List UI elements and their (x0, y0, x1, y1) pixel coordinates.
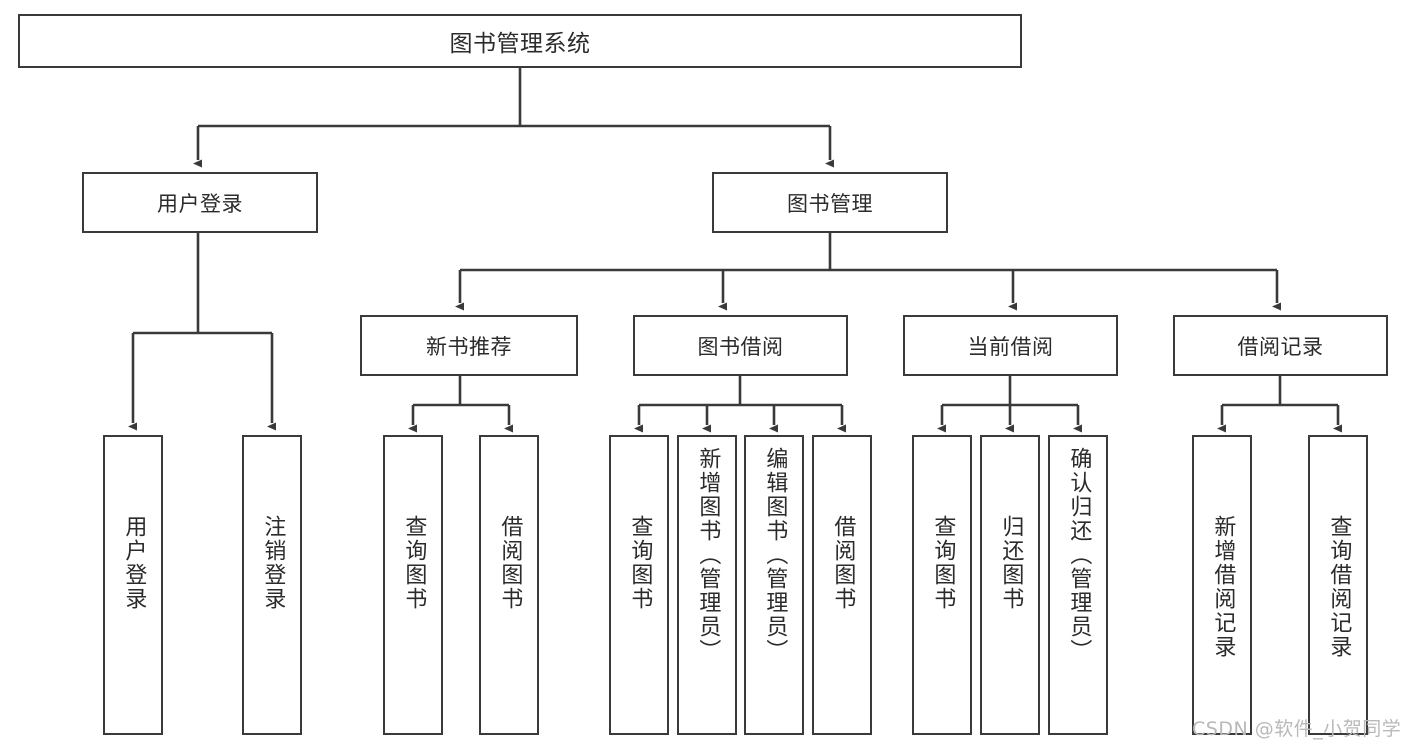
node-label: 借阅图书 (830, 515, 856, 611)
node-label: 借阅记录 (1237, 334, 1324, 359)
node-book-borrow[interactable]: 图书借阅 (633, 315, 848, 376)
leaf-borrow-edit-book-admin[interactable]: 编辑图书（管理员） (744, 435, 804, 735)
node-label: 查询图书 (627, 515, 653, 611)
watermark: CSDN @软件_小贺同学 (1192, 718, 1402, 740)
node-label: 查询借阅记录 (1326, 515, 1352, 659)
node-label: 确认归还（管理员） (1066, 447, 1092, 663)
node-label: 用户登录 (121, 515, 147, 611)
leaf-records-query-record[interactable]: 查询借阅记录 (1308, 435, 1368, 735)
node-current-borrow[interactable]: 当前借阅 (903, 315, 1118, 376)
node-label: 图书借阅 (697, 334, 784, 359)
node-label: 新增图书（管理员） (695, 447, 721, 663)
node-label: 归还图书 (998, 515, 1024, 611)
leaf-current-confirm-return-admin[interactable]: 确认归还（管理员） (1048, 435, 1108, 735)
leaf-borrow-borrow-books[interactable]: 借阅图书 (812, 435, 872, 735)
node-label: 借阅图书 (497, 515, 523, 611)
node-book-management-system[interactable]: 图书管理系统 (18, 14, 1022, 68)
leaf-newbook-borrow-books[interactable]: 借阅图书 (479, 435, 539, 735)
node-label: 编辑图书（管理员） (762, 447, 788, 663)
leaf-current-query-books[interactable]: 查询图书 (912, 435, 972, 735)
node-book-management[interactable]: 图书管理 (712, 172, 948, 233)
node-new-book-recommend[interactable]: 新书推荐 (360, 315, 578, 376)
leaf-current-return-books[interactable]: 归还图书 (980, 435, 1040, 735)
node-label: 当前借阅 (967, 334, 1054, 359)
node-user-login[interactable]: 用户登录 (82, 172, 318, 233)
leaf-user-login-signin[interactable]: 用户登录 (103, 435, 163, 735)
node-label: 新增借阅记录 (1210, 515, 1236, 659)
node-label: 查询图书 (401, 515, 427, 611)
leaf-borrow-query-books[interactable]: 查询图书 (609, 435, 669, 735)
node-label: 图书管理 (787, 191, 873, 216)
node-label: 图书管理系统 (449, 31, 591, 57)
node-label: 新书推荐 (426, 334, 512, 359)
node-label: 用户登录 (157, 191, 243, 216)
node-label: 注销登录 (260, 515, 286, 611)
node-borrow-records[interactable]: 借阅记录 (1173, 315, 1388, 376)
leaf-newbook-query-books[interactable]: 查询图书 (383, 435, 443, 735)
leaf-borrow-add-book-admin[interactable]: 新增图书（管理员） (677, 435, 737, 735)
leaf-user-login-signout[interactable]: 注销登录 (242, 435, 302, 735)
node-label: 查询图书 (930, 515, 956, 611)
leaf-records-add-record[interactable]: 新增借阅记录 (1192, 435, 1252, 735)
